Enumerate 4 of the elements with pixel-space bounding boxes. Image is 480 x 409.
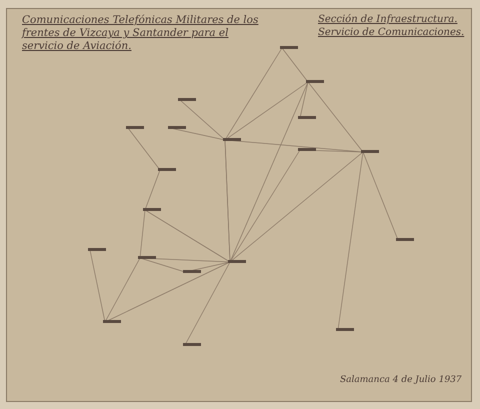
map-title: Comunicaciones Telefónicas Militares de los frentes de Vizcaya y Santander para el servicio de Aviación. xyxy=(22,14,260,53)
place-date-note: Salamanca 4 de Julio 1937 xyxy=(340,375,462,385)
service-heading: Servicio de Comunicaciones. xyxy=(318,27,464,38)
department-heading: Sección de Infraestructura. xyxy=(318,14,458,25)
